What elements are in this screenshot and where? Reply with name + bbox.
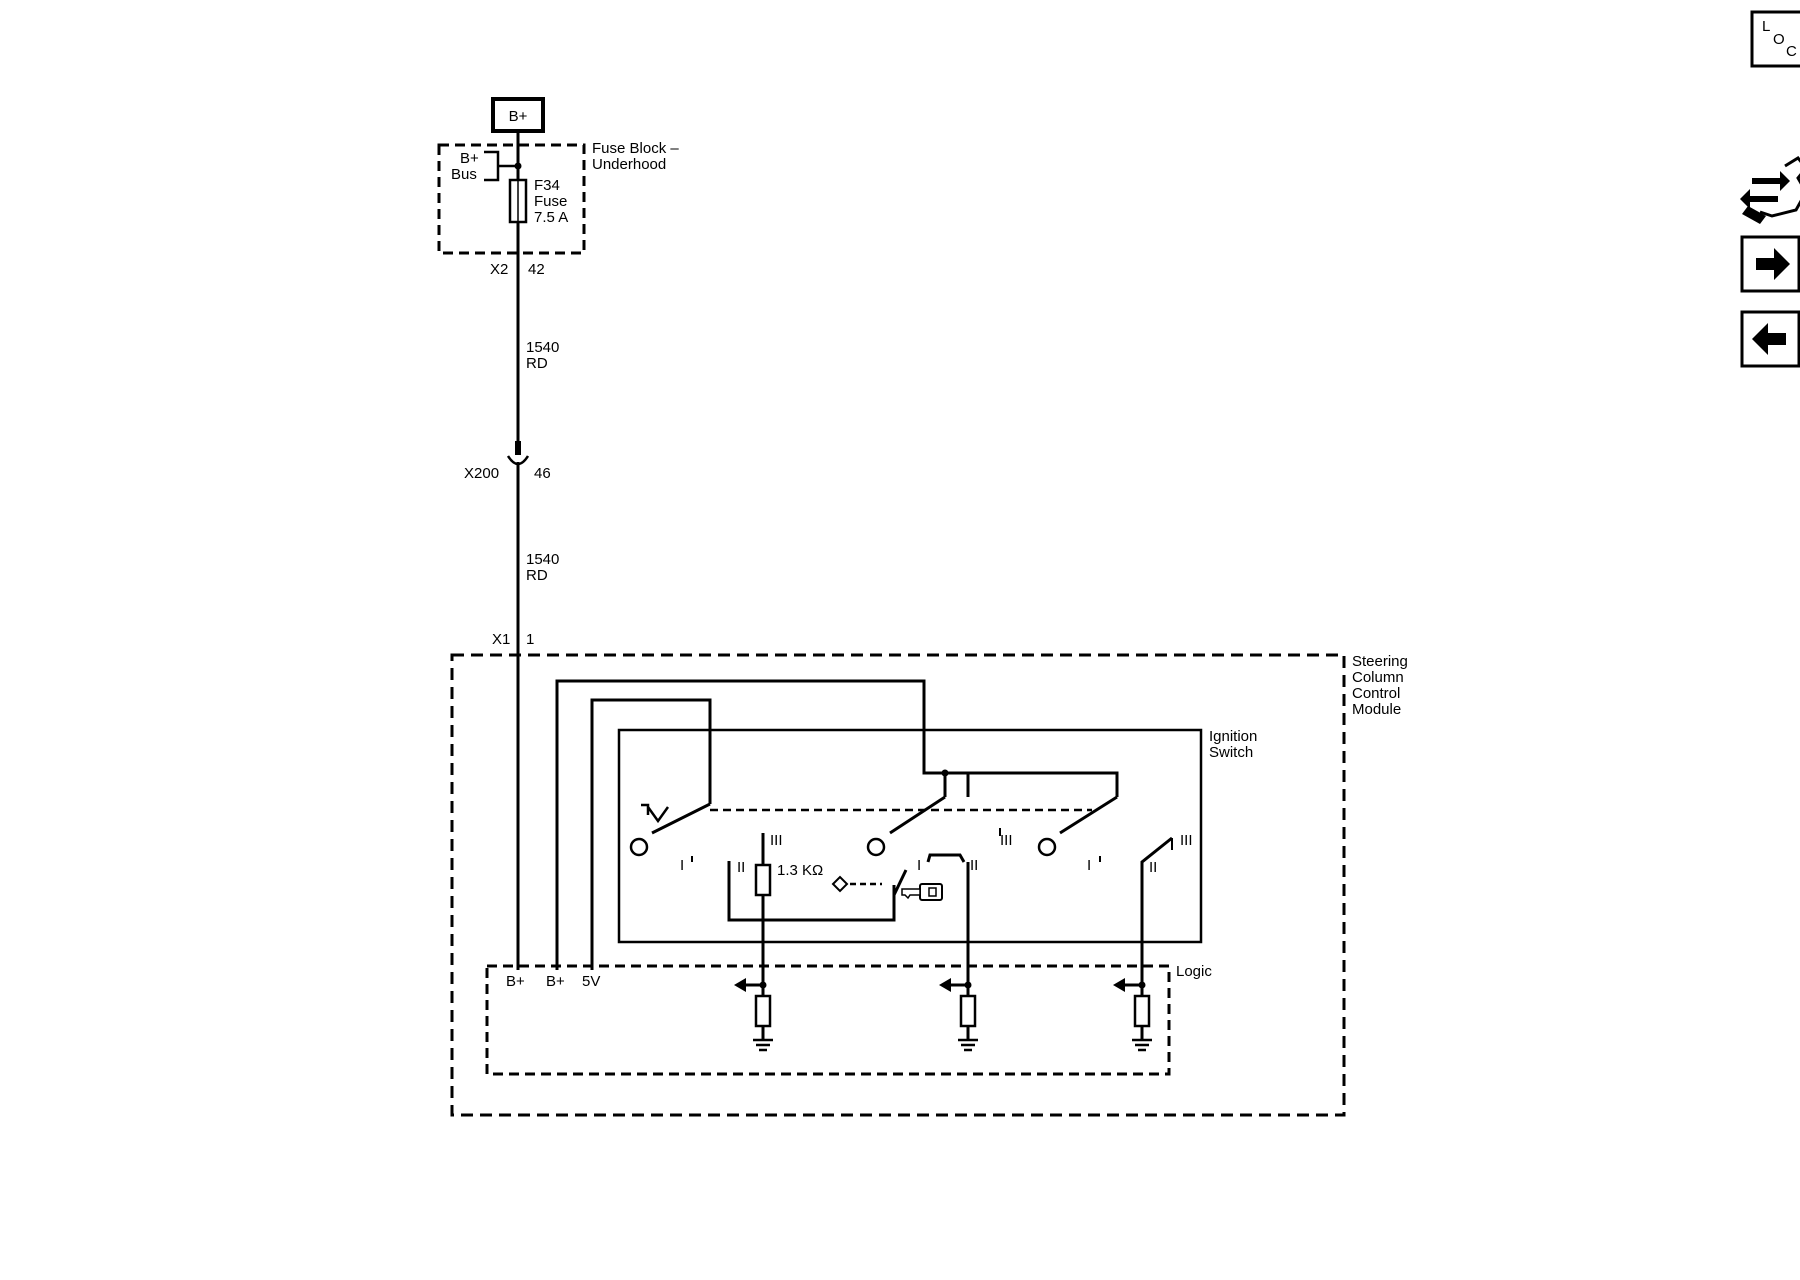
previous-page-button[interactable] bbox=[1740, 310, 1800, 368]
resistor-branch: III II 1.3 KΩ bbox=[727, 832, 943, 1014]
wire-1-circuit: 1540 bbox=[526, 339, 559, 356]
connector-x200: X200 bbox=[464, 465, 499, 482]
arrow-right-icon bbox=[1756, 248, 1790, 280]
wire-1-color: RD bbox=[526, 355, 548, 372]
connector-x200-pin: 46 bbox=[534, 465, 551, 482]
module-title-3: Control bbox=[1352, 685, 1400, 702]
module-title-2: Column bbox=[1352, 669, 1404, 686]
resistor-pos-iii: III bbox=[770, 832, 783, 849]
connector-x2-pin: 42 bbox=[528, 261, 545, 278]
connector-tools-icon[interactable] bbox=[1740, 156, 1800, 224]
switch-section-3: I III bbox=[945, 771, 1119, 874]
arrow-left-icon bbox=[1752, 323, 1786, 355]
bus-label-1: B+ bbox=[460, 150, 479, 167]
sw2-pos-ii: II bbox=[970, 857, 978, 874]
logic-input-b-plus-2: B+ bbox=[546, 973, 565, 990]
fuse-block: Fuse Block – Underhood B+ Bus F34 Fuse 7… bbox=[437, 140, 679, 255]
ignition-switch-title-2: Switch bbox=[1209, 744, 1253, 761]
loc-o: O bbox=[1773, 31, 1785, 48]
ignition-switch: Ignition Switch bbox=[617, 728, 1257, 944]
logic-inputs bbox=[734, 978, 1152, 1052]
sw3-pos-i: I bbox=[1087, 857, 1091, 874]
fuse-name: F34 bbox=[534, 177, 560, 194]
module-title-4: Module bbox=[1352, 701, 1401, 718]
logic-input-5v: 5V bbox=[582, 973, 600, 990]
wire-2-color: RD bbox=[526, 567, 548, 584]
steering-column-control-module: Steering Column Control Module bbox=[450, 653, 1408, 1117]
module-title-1: Steering bbox=[1352, 653, 1408, 670]
connector-x1: X1 bbox=[492, 631, 510, 648]
logic-input-b-plus-1: B+ bbox=[506, 973, 525, 990]
inline-connector-x200 bbox=[506, 441, 530, 466]
fuse-rating: 7.5 A bbox=[534, 209, 568, 226]
sw2-pos-i: I bbox=[917, 857, 921, 874]
resistor-1-3k bbox=[754, 863, 772, 897]
resistor-value: 1.3 KΩ bbox=[777, 862, 823, 879]
key-icon bbox=[901, 883, 943, 901]
wire-2-circuit: 1540 bbox=[526, 551, 559, 568]
sw3b-pos-iii: III bbox=[1180, 832, 1193, 849]
bus-label-2: Bus bbox=[451, 166, 477, 183]
b-plus-source-label: B+ bbox=[509, 108, 528, 125]
fuse-block-title-1: Fuse Block – bbox=[592, 140, 679, 157]
sw1-pos-i: I bbox=[680, 857, 684, 874]
location-button[interactable]: L O C bbox=[1750, 10, 1800, 68]
sw3-pos-iii: III bbox=[1000, 832, 1013, 849]
fuse-block-title-2: Underhood bbox=[592, 156, 666, 173]
resistor-pos-ii: II bbox=[737, 859, 745, 876]
ignition-switch-title-1: Ignition bbox=[1209, 728, 1257, 745]
connector-x1-pin: 1 bbox=[526, 631, 534, 648]
fuse-type: Fuse bbox=[534, 193, 567, 210]
next-page-button[interactable] bbox=[1740, 235, 1800, 293]
connector-x2: X2 bbox=[490, 261, 508, 278]
logic-title: Logic bbox=[1176, 963, 1212, 980]
switch-section-1: I bbox=[629, 802, 711, 874]
loc-c: C bbox=[1786, 43, 1797, 60]
internal-wiring bbox=[555, 679, 970, 970]
loc-l: L bbox=[1762, 18, 1770, 35]
logic-block: Logic B+ B+ 5V bbox=[485, 963, 1212, 1076]
sw3b-pos-ii: II bbox=[1149, 859, 1157, 876]
b-plus-source: B+ bbox=[491, 97, 545, 133]
switch-section-2: I II bbox=[866, 795, 978, 874]
